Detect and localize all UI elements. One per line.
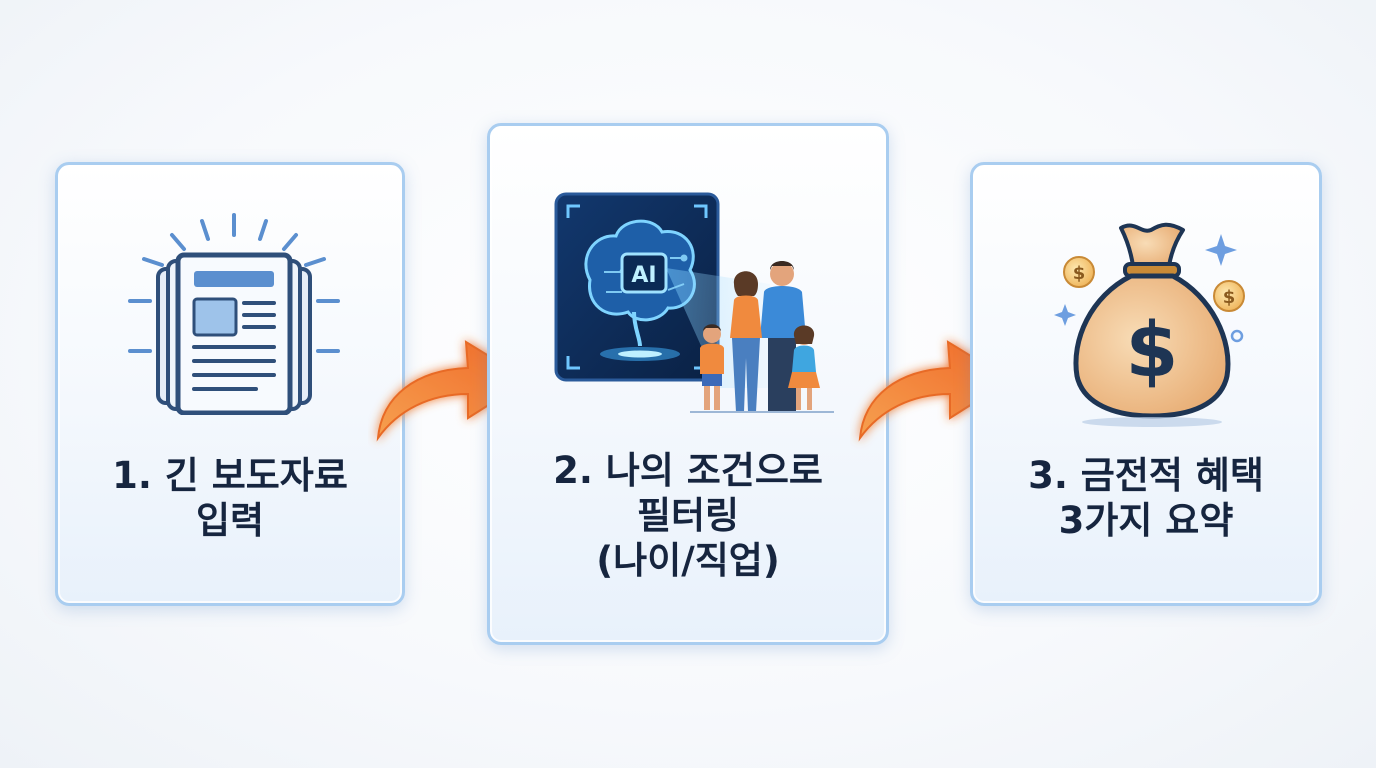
money-bag-icon: $ $ $ — [1054, 222, 1245, 427]
newspaper-icon — [128, 213, 340, 415]
ai-brain-family-icon: AI — [554, 192, 834, 413]
step-1-label: 1. 긴 보도자료 입력 — [112, 454, 348, 543]
ai-badge: AI — [631, 263, 656, 288]
step-3-label: 3. 금전적 혜택 3가지 요약 — [1028, 454, 1264, 543]
step-2-card: AI 2. 나의 조건으로 필터링 (나이/직업) — [487, 123, 889, 645]
coin-symbol: $ — [1073, 263, 1086, 284]
step-3-card: $ $ $ 3. 금전적 혜택 3가지 요약 — [970, 162, 1322, 606]
dollar-symbol: $ — [1126, 305, 1179, 394]
step-2-label: 2. 나의 조건으로 필터링 (나이/직업) — [553, 449, 823, 583]
step-1-card: 1. 긴 보도자료 입력 — [55, 162, 405, 606]
coin-symbol: $ — [1223, 287, 1236, 308]
